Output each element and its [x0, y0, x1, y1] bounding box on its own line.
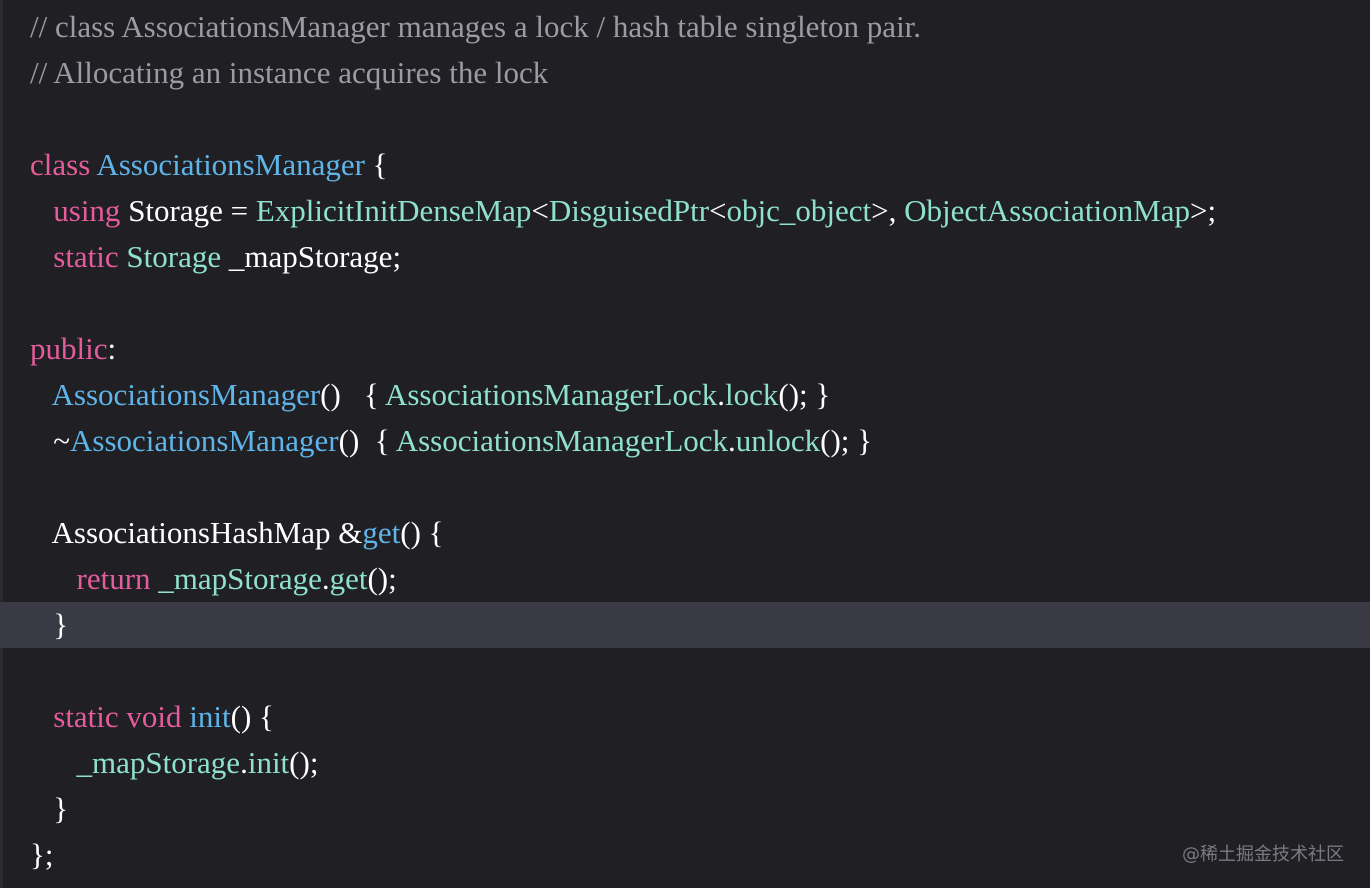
code-line[interactable]: return _mapStorage.get(); — [0, 556, 1370, 602]
code-token-plain: (); — [367, 561, 397, 596]
code-token-plain — [30, 239, 53, 274]
code-token-plain — [30, 561, 77, 596]
code-line[interactable]: class AssociationsManager { — [0, 142, 1370, 188]
code-token-decl: AssociationsManager — [51, 377, 321, 412]
code-token-type: get — [329, 561, 368, 596]
code-line[interactable]: // class AssociationsManager manages a l… — [0, 4, 1370, 50]
code-line[interactable]: static void init() { — [0, 694, 1370, 740]
code-token-type: _mapStorage — [158, 561, 322, 596]
code-line[interactable]: using Storage = ExplicitInitDenseMap<Dis… — [0, 188, 1370, 234]
code-token-plain: ~ — [30, 423, 71, 458]
code-token-plain: < — [531, 193, 549, 228]
code-token-comment: // class AssociationsManager manages a l… — [30, 9, 922, 44]
code-token-keyword: using — [53, 193, 121, 228]
code-line[interactable]: // Allocating an instance acquires the l… — [0, 50, 1370, 96]
code-token-type: init — [247, 745, 290, 780]
code-token-decl: init — [189, 699, 231, 734]
editor-gutter-edge — [0, 0, 3, 888]
code-line[interactable]: } — [0, 786, 1370, 832]
code-token-decl: get — [362, 515, 401, 550]
code-token-type: ObjectAssociationMap — [904, 193, 1190, 228]
code-token-plain: . — [728, 423, 736, 458]
code-token-type: unlock — [735, 423, 821, 458]
code-token-plain — [30, 745, 77, 780]
code-token-plain: . — [240, 745, 248, 780]
code-token-plain: >; — [1189, 193, 1217, 228]
code-token-plain: (); } — [820, 423, 873, 458]
code-token-plain: }; — [30, 837, 54, 872]
code-token-plain: _mapStorage; — [221, 239, 402, 274]
code-line[interactable] — [0, 96, 1370, 142]
code-token-plain: . — [717, 377, 726, 412]
code-line[interactable]: AssociationsHashMap &get() { — [0, 510, 1370, 556]
code-token-decl: AssociationsManager — [70, 423, 339, 458]
code-line[interactable]: AssociationsManager() { AssociationsMana… — [0, 372, 1370, 418]
code-token-plain — [30, 699, 53, 734]
code-token-plain: () { — [320, 377, 385, 412]
code-token-type: lock — [725, 377, 779, 412]
code-line[interactable] — [0, 280, 1370, 326]
code-token-plain: : — [107, 331, 117, 366]
code-line-current[interactable]: } — [0, 602, 1370, 648]
code-token-keyword: class — [30, 147, 91, 182]
code-token-type: objc_object — [726, 193, 872, 228]
code-token-plain: Storage = — [120, 193, 256, 228]
code-token-plain: AssociationsHashMap & — [30, 515, 363, 550]
code-token-type: Storage — [126, 239, 222, 274]
code-token-plain: () { — [400, 515, 444, 550]
code-line[interactable]: }; — [0, 832, 1370, 878]
code-token-type: _mapStorage — [76, 745, 241, 780]
watermark: @稀土掘金技术社区 — [1182, 844, 1344, 865]
code-token-keyword: static — [53, 239, 119, 274]
code-token-plain: } — [30, 791, 69, 826]
code-token-keyword: public — [30, 331, 108, 366]
code-token-keyword: void — [126, 699, 182, 734]
code-token-plain — [30, 193, 53, 228]
code-token-plain: { — [364, 147, 388, 182]
code-token-plain — [30, 377, 52, 412]
code-token-plain: (); — [289, 745, 319, 780]
code-line[interactable]: public: — [0, 326, 1370, 372]
code-token-decl: AssociationsManager — [96, 147, 365, 182]
code-token-plain: () { — [230, 699, 274, 734]
code-line[interactable]: static Storage _mapStorage; — [0, 234, 1370, 280]
code-token-type: DisguisedPtr — [548, 193, 710, 228]
code-token-plain: (); } — [778, 377, 831, 412]
code-token-plain: . — [321, 561, 330, 596]
code-token-keyword: static — [53, 699, 119, 734]
code-token-plain: } — [30, 607, 69, 642]
code-token-comment: // Allocating an instance acquires the l… — [30, 55, 549, 90]
code-token-plain: >, — [871, 193, 905, 228]
code-token-type: AssociationsManagerLock — [395, 423, 729, 458]
code-line[interactable] — [0, 648, 1370, 694]
code-line[interactable] — [0, 464, 1370, 510]
code-line[interactable]: ~AssociationsManager() { AssociationsMan… — [0, 418, 1370, 464]
code-token-plain: () { — [338, 423, 396, 458]
code-token-type: ExplicitInitDenseMap — [255, 193, 532, 228]
code-token-type: AssociationsManagerLock — [384, 377, 718, 412]
code-token-plain: < — [709, 193, 727, 228]
code-token-keyword: return — [76, 561, 151, 596]
code-line[interactable]: _mapStorage.init(); — [0, 740, 1370, 786]
